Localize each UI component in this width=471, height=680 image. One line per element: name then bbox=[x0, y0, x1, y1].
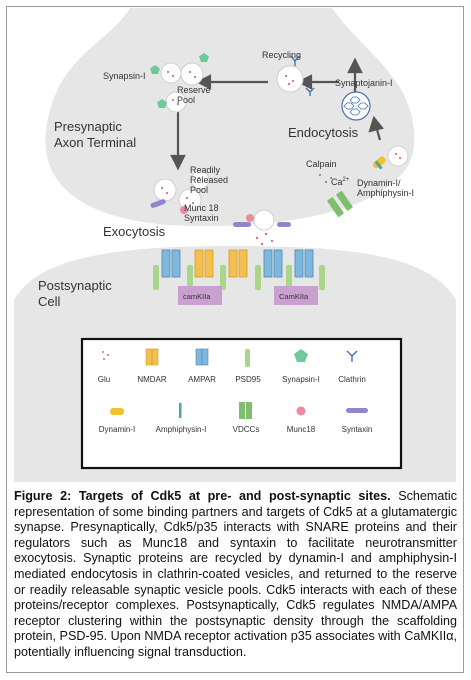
synapse-diagram: Synapsin-I Reserve Pool Recycling Synapt… bbox=[14, 8, 456, 482]
label-pool: Pool bbox=[177, 95, 195, 105]
label-postsynaptic: Postsynaptic bbox=[38, 278, 112, 293]
legend-labels-row2: Dynamin-I Amphiphysin-I VDCCs Munc18 Syn… bbox=[99, 425, 373, 434]
legend-ampar: AMPAR bbox=[188, 375, 216, 384]
label-amphiphysin: Amphiphysin-I bbox=[357, 188, 414, 198]
label-ca: Ca2+ bbox=[331, 177, 350, 187]
released-vesicle bbox=[178, 188, 202, 212]
figure-caption: Figure 2: Targets of Cdk5 at pre- and po… bbox=[14, 489, 457, 661]
clathrin-coated-vesicle bbox=[341, 91, 371, 121]
reserve-vesicle bbox=[180, 62, 204, 86]
endocytic-vesicle bbox=[387, 145, 409, 167]
legend-labels-row1: Glu NMDAR AMPAR PSD95 Synapsin-I Clathri… bbox=[98, 375, 366, 384]
caption-body: Schematic representation of some binding… bbox=[14, 489, 458, 659]
legend-glu: Glu bbox=[98, 375, 110, 384]
pathway-arrows bbox=[170, 57, 384, 171]
legend-vdccs: VDCCs bbox=[233, 425, 260, 434]
presynaptic-terminal bbox=[45, 8, 415, 227]
calcium-ions bbox=[319, 174, 332, 183]
label-pool-2: Pool bbox=[190, 185, 208, 195]
label-presynaptic: Presynaptic bbox=[54, 119, 122, 134]
label-recycling: Recycling bbox=[262, 50, 301, 60]
recycling-vesicle bbox=[276, 65, 304, 93]
label-endocytosis: Endocytosis bbox=[288, 125, 359, 140]
label-axon-terminal: Axon Terminal bbox=[54, 135, 136, 150]
legend-munc18: Munc18 bbox=[287, 425, 316, 434]
label-readily: Readily bbox=[190, 165, 221, 175]
munc18-syntaxin bbox=[150, 199, 188, 214]
legend-dynamin: Dynamin-I bbox=[99, 425, 135, 434]
legend-syntaxin: Syntaxin bbox=[342, 425, 373, 434]
legend-clathrin: Clathrin bbox=[338, 375, 366, 384]
legend-icons-row1 bbox=[102, 348, 358, 367]
dynamin-amphiphysin-complex bbox=[372, 156, 386, 170]
receptor-cluster bbox=[153, 249, 325, 305]
clathrin-markers bbox=[290, 55, 315, 96]
label-synapsin: Synapsin-I bbox=[103, 71, 146, 81]
label-syntaxin: Syntaxin bbox=[184, 213, 219, 223]
vesicle-contents bbox=[160, 70, 402, 205]
label-camkii-2: CamKIIa bbox=[279, 292, 309, 301]
legend-icons-row2 bbox=[110, 402, 368, 419]
legend-psd95: PSD95 bbox=[235, 375, 261, 384]
label-munc18: Munc 18 bbox=[184, 203, 219, 213]
label-synaptojanin: Synaptojanin-I bbox=[335, 78, 393, 88]
legend-nmdar: NMDAR bbox=[137, 375, 167, 384]
vddc-channel bbox=[327, 191, 353, 217]
label-released: Released bbox=[190, 175, 228, 185]
legend-amphiphysin: Amphiphysin-I bbox=[156, 425, 207, 434]
fusion-site bbox=[233, 209, 291, 246]
label-reserve: Reserve bbox=[177, 85, 211, 95]
released-vesicle bbox=[190, 170, 210, 190]
label-dynamin: Dynamin-I/ bbox=[357, 178, 401, 188]
label-calpain: Calpain bbox=[306, 159, 337, 169]
caption-title: Figure 2: Targets of Cdk5 at pre- and po… bbox=[14, 489, 391, 503]
legend-synapsin: Synapsin-I bbox=[282, 375, 320, 384]
label-camkii-1: camKIIa bbox=[183, 292, 211, 301]
released-vesicle bbox=[153, 178, 177, 202]
label-exocytosis: Exocytosis bbox=[103, 224, 166, 239]
reserve-vesicle bbox=[160, 62, 182, 84]
synapsin-markers bbox=[150, 53, 209, 108]
label-cell: Cell bbox=[38, 294, 61, 309]
